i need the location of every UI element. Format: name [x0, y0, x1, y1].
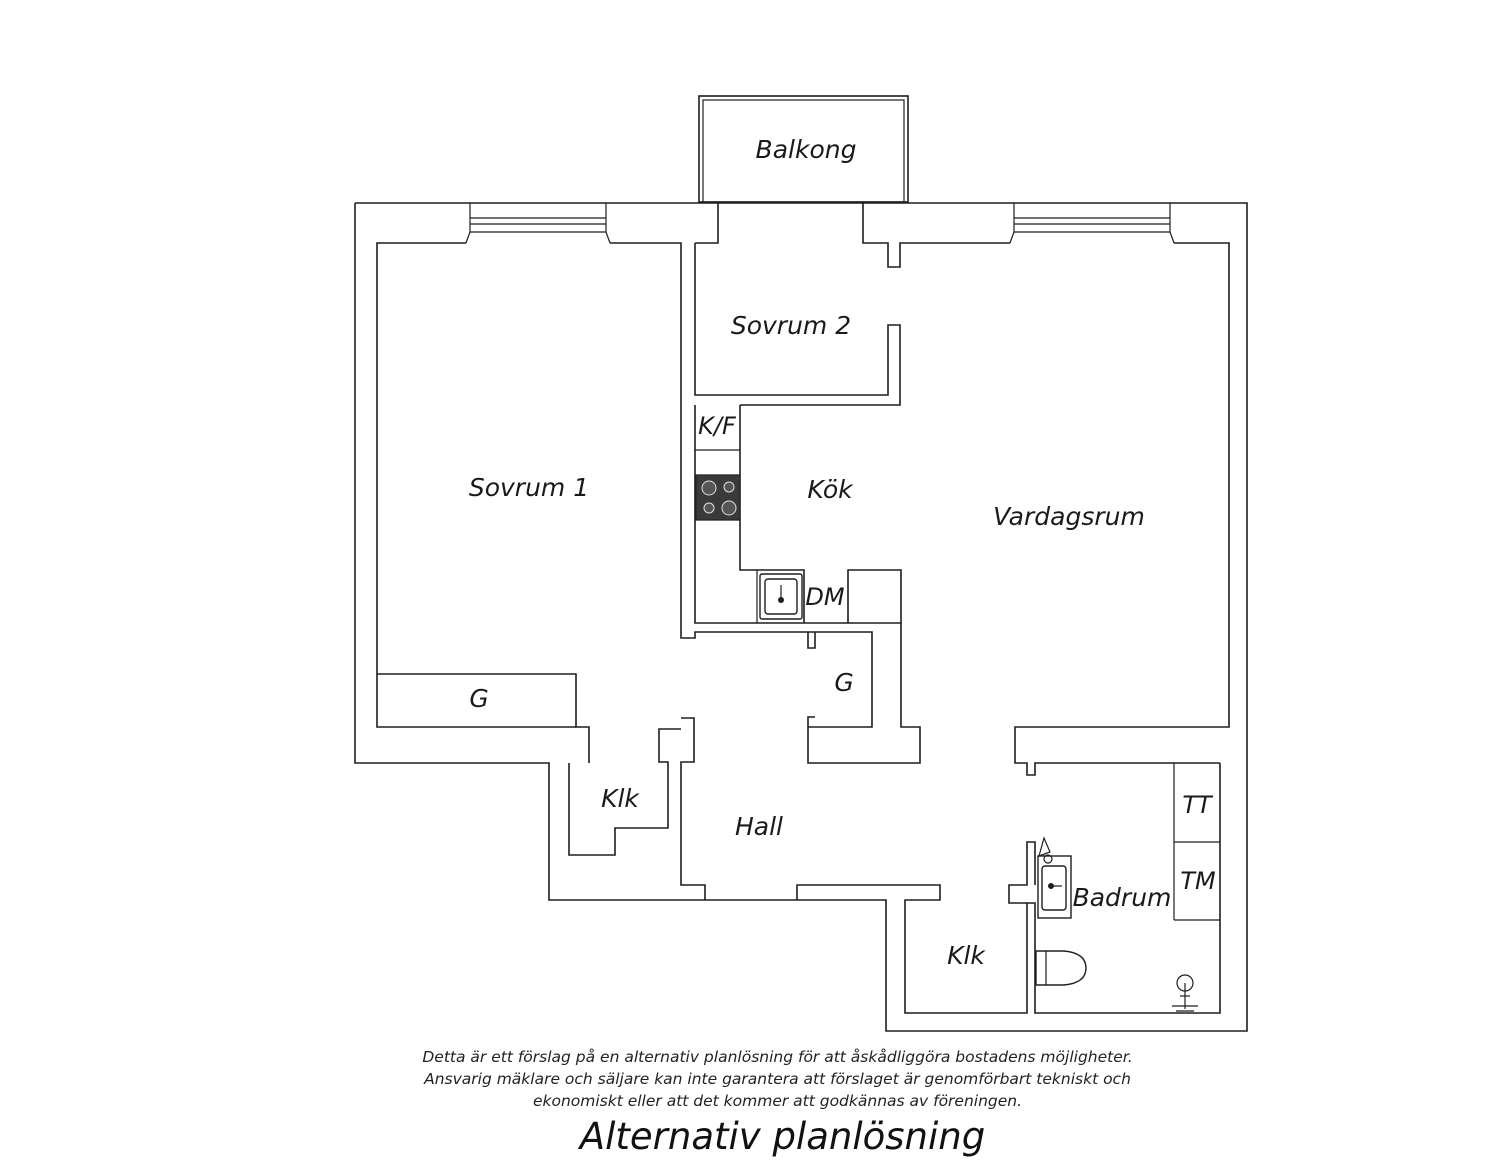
room-label-hall: Hall [735, 812, 783, 841]
room-label-garderob-1: G [469, 684, 488, 713]
room-label-tt: TT [1182, 791, 1214, 819]
window-right [1009, 203, 1175, 244]
shower-drain-icon [1172, 974, 1198, 1012]
room-label-balkong: Balkong [756, 135, 857, 164]
outer-walls [354, 202, 1248, 1032]
room-label-sovrum-1: Sovrum 1 [469, 473, 589, 502]
room-label-tm: TM [1180, 867, 1216, 895]
stove-icon [695, 474, 741, 521]
room-label-klk-1: Klk [601, 784, 640, 813]
room-label-kok: Kök [807, 475, 854, 504]
room-label-dm: DM [805, 583, 844, 611]
balcony [698, 95, 909, 203]
room-label-klk-2: Klk [947, 941, 986, 970]
window-left [465, 203, 611, 244]
inner-walls [376, 203, 1230, 1014]
room-label-badrum: Badrum [1073, 883, 1172, 912]
disclaimer-line-1: Detta är ett förslag på en alternativ pl… [422, 1048, 1133, 1066]
disclaimer: Detta är ett förslag på en alternativ pl… [300, 1046, 1255, 1112]
disclaimer-line-2: Ansvarig mäklare och säljare kan inte ga… [424, 1070, 1131, 1088]
kitchen-sink-icon [759, 573, 803, 620]
disclaimer-line-3: ekonomiskt eller att det kommer att godk… [532, 1092, 1023, 1110]
toilet-icon [1035, 950, 1087, 986]
plan-title: Alternativ planlösning [579, 1115, 986, 1158]
room-label-kf: K/F [698, 412, 737, 440]
room-label-sovrum-2: Sovrum 2 [731, 311, 851, 340]
room-label-vardagsrum: Vardagsrum [993, 502, 1145, 531]
room-label-garderob-2: G [834, 668, 853, 697]
bathroom-sink-icon [1037, 836, 1072, 919]
